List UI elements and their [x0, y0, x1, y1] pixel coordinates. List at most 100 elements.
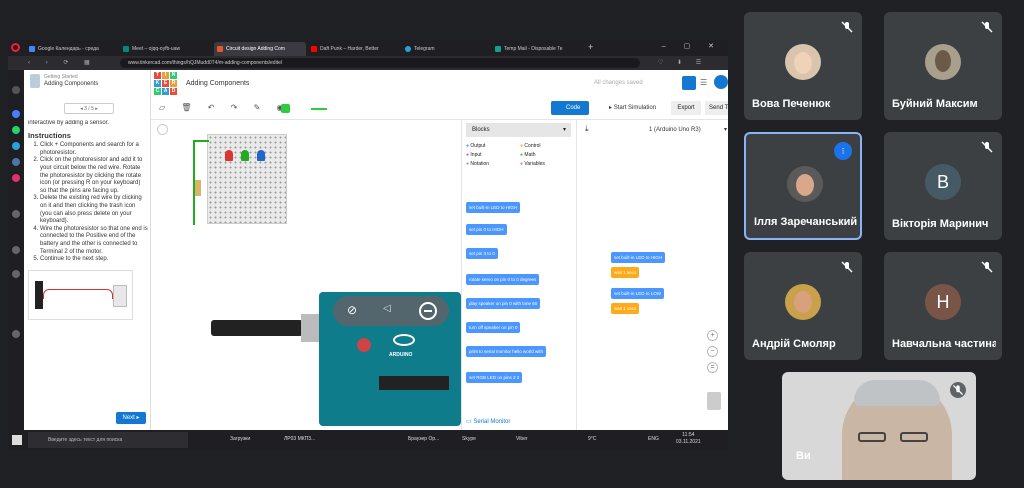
- heart-icon[interactable]: [12, 246, 20, 254]
- taskbar-search[interactable]: Введите здесь текст для поиска: [28, 432, 188, 448]
- telegram-icon[interactable]: [12, 142, 20, 150]
- reset-button[interactable]: [357, 338, 371, 352]
- weather[interactable]: 9°C: [588, 436, 597, 442]
- color-picker[interactable]: [281, 104, 290, 113]
- export-button[interactable]: Export: [671, 101, 701, 115]
- browser-tab[interactable]: Google Календарь - среда: [26, 42, 118, 56]
- editor-tool-icons[interactable]: ▱ 🗑 ↶ ↷ ✎ ◉: [159, 103, 291, 112]
- url-field[interactable]: www.tinkercad.com/things/hQJMudd0T4/m-ad…: [120, 58, 640, 68]
- participant-tile[interactable]: Вова Печенюк: [744, 12, 862, 120]
- zoom-in-icon[interactable]: +: [707, 330, 718, 341]
- browser-toolbar-icons[interactable]: ♡ ⬇ ☰: [658, 60, 708, 66]
- download-icon[interactable]: ⤓: [585, 124, 589, 133]
- nav-buttons[interactable]: ‹ › ⟳ ▦: [28, 60, 97, 66]
- script-block[interactable]: wait 1 secs: [611, 267, 640, 278]
- list-view-icon[interactable]: ☰: [700, 78, 708, 87]
- next-button[interactable]: Next ▸: [116, 412, 146, 424]
- window-controls[interactable]: – ▢ ✕: [661, 43, 722, 50]
- device-dropdown[interactable]: 1 (Arduino Uno R3)▾: [649, 123, 727, 137]
- language-indicator[interactable]: ENG: [648, 436, 659, 442]
- taskbar-app[interactable]: Viber: [516, 436, 528, 442]
- address-bar-row: ‹ › ⟳ ▦ www.tinkercad.com/things/hQJMudd…: [8, 56, 728, 70]
- step-item: Wire the photoresistor so that one end i…: [40, 226, 148, 256]
- browser-tab[interactable]: Meet – ojqq-oyfb-uaw: [120, 42, 212, 56]
- messenger-icon[interactable]: [12, 110, 20, 118]
- green-wire[interactable]: [193, 140, 209, 225]
- zoom-out-icon[interactable]: −: [707, 346, 718, 357]
- bulb-icon[interactable]: [12, 330, 20, 338]
- remove-icon[interactable]: [419, 302, 437, 320]
- script-block[interactable]: set built-in LED to HIGH: [611, 252, 666, 263]
- taskbar-app[interactable]: Skype: [462, 436, 476, 442]
- led-green[interactable]: [241, 150, 249, 161]
- led-red[interactable]: [225, 150, 233, 161]
- palette-block[interactable]: set pin 0 to HIGH: [466, 224, 507, 235]
- category-input[interactable]: ● Input: [466, 152, 482, 158]
- mic-off-icon: [841, 21, 853, 33]
- palette-block[interactable]: play speaker on pin 0 with tone 60: [466, 298, 541, 309]
- category-control[interactable]: ● Control: [520, 143, 541, 149]
- circuit-canvas[interactable]: ARDUINO ⊘ ◁: [151, 120, 461, 430]
- mic-off-icon[interactable]: ⊘: [347, 303, 358, 317]
- whatsapp-icon[interactable]: [12, 126, 20, 134]
- wire-type-picker[interactable]: [311, 108, 327, 110]
- taskbar-app[interactable]: Загрузки: [230, 436, 251, 442]
- palette-block[interactable]: rotate servo on pin 0 to 0 degrees: [466, 274, 540, 285]
- resistor[interactable]: [195, 180, 201, 196]
- participant-tile[interactable]: Буйний Максим: [884, 12, 1002, 120]
- code-workspace[interactable]: ⤓ 1 (Arduino Uno R3)▾ set built-in LED t…: [576, 120, 728, 430]
- home-icon[interactable]: [12, 86, 20, 94]
- participant-tile[interactable]: В Вікторія Маринич: [884, 132, 1002, 240]
- taskbar-app[interactable]: Браузер Op...: [408, 436, 440, 442]
- browser-tab-active[interactable]: Circuit design Adding Com: [214, 42, 306, 56]
- project-title[interactable]: Adding Components: [186, 80, 250, 87]
- palette-block[interactable]: turn off speaker on pin 0: [466, 322, 521, 333]
- serial-monitor-tab[interactable]: ▭ Serial Monitor: [466, 419, 511, 425]
- start-simulation-button[interactable]: ▸ Start Simulation: [609, 105, 657, 111]
- browser-tab-bar: Google Календарь - среда Meet – ojqq-oyf…: [8, 40, 728, 56]
- trash-icon[interactable]: [707, 392, 721, 410]
- script-block[interactable]: wait 1 secs: [611, 303, 640, 314]
- participant-tile-speaking[interactable]: ⁝ Ілля Заречанський: [744, 132, 862, 240]
- participant-tile[interactable]: Андрій Смоляр: [744, 252, 862, 360]
- instagram-icon[interactable]: [12, 174, 20, 182]
- blocks-dropdown[interactable]: Blocks▾: [466, 123, 571, 137]
- step-pager[interactable]: ◂ 3 / 5 ▸: [64, 103, 114, 114]
- settings-icon[interactable]: [12, 270, 20, 278]
- code-button[interactable]: Code: [551, 101, 589, 115]
- prev-step-icon[interactable]: ◂: [80, 106, 85, 112]
- browser-tab[interactable]: Daft Punk – Harder, Better: [308, 42, 400, 56]
- palette-block[interactable]: set built-in LED to HIGH: [466, 202, 521, 213]
- led-blue[interactable]: [257, 150, 265, 161]
- breadboard[interactable]: [207, 134, 287, 224]
- vk-icon[interactable]: [12, 158, 20, 166]
- category-output[interactable]: ● Output: [466, 143, 486, 149]
- palette-block[interactable]: set RGB LED on pins 3 3: [466, 372, 523, 383]
- taskbar-app[interactable]: ЛР03 МКП3...: [284, 436, 316, 442]
- category-math[interactable]: ● Math: [520, 152, 536, 158]
- youtube-icon: [311, 46, 317, 52]
- script-block[interactable]: set built-in LED to LOW: [611, 288, 665, 299]
- next-step-icon[interactable]: ▸: [93, 106, 98, 112]
- browser-tab[interactable]: Temp Mail - Disposable Te: [492, 42, 584, 56]
- windows-start-icon[interactable]: [12, 435, 22, 445]
- fit-view-icon[interactable]: [157, 124, 168, 135]
- category-variables[interactable]: ● Variables: [520, 161, 545, 167]
- usb-cable[interactable]: [211, 320, 303, 336]
- palette-block[interactable]: print to serial monitor hello world with: [466, 346, 547, 357]
- user-avatar[interactable]: [714, 75, 728, 89]
- volume-off-icon[interactable]: ◁: [383, 303, 391, 314]
- new-tab-button[interactable]: +: [588, 42, 594, 52]
- circuit-view-icon[interactable]: [682, 76, 696, 90]
- palette-block[interactable]: set pin 3 to 0: [466, 248, 498, 259]
- clock-icon[interactable]: [12, 210, 20, 218]
- browser-tab[interactable]: Telegram: [402, 42, 490, 56]
- category-notation[interactable]: ● Notation: [466, 161, 490, 167]
- send-to-button[interactable]: Send To: [705, 101, 728, 115]
- avatar: [787, 166, 823, 202]
- self-view-tile[interactable]: Ви: [782, 372, 976, 480]
- participant-tile[interactable]: Н Навчальна частина: [884, 252, 1002, 360]
- reset-zoom-icon[interactable]: =: [707, 362, 718, 373]
